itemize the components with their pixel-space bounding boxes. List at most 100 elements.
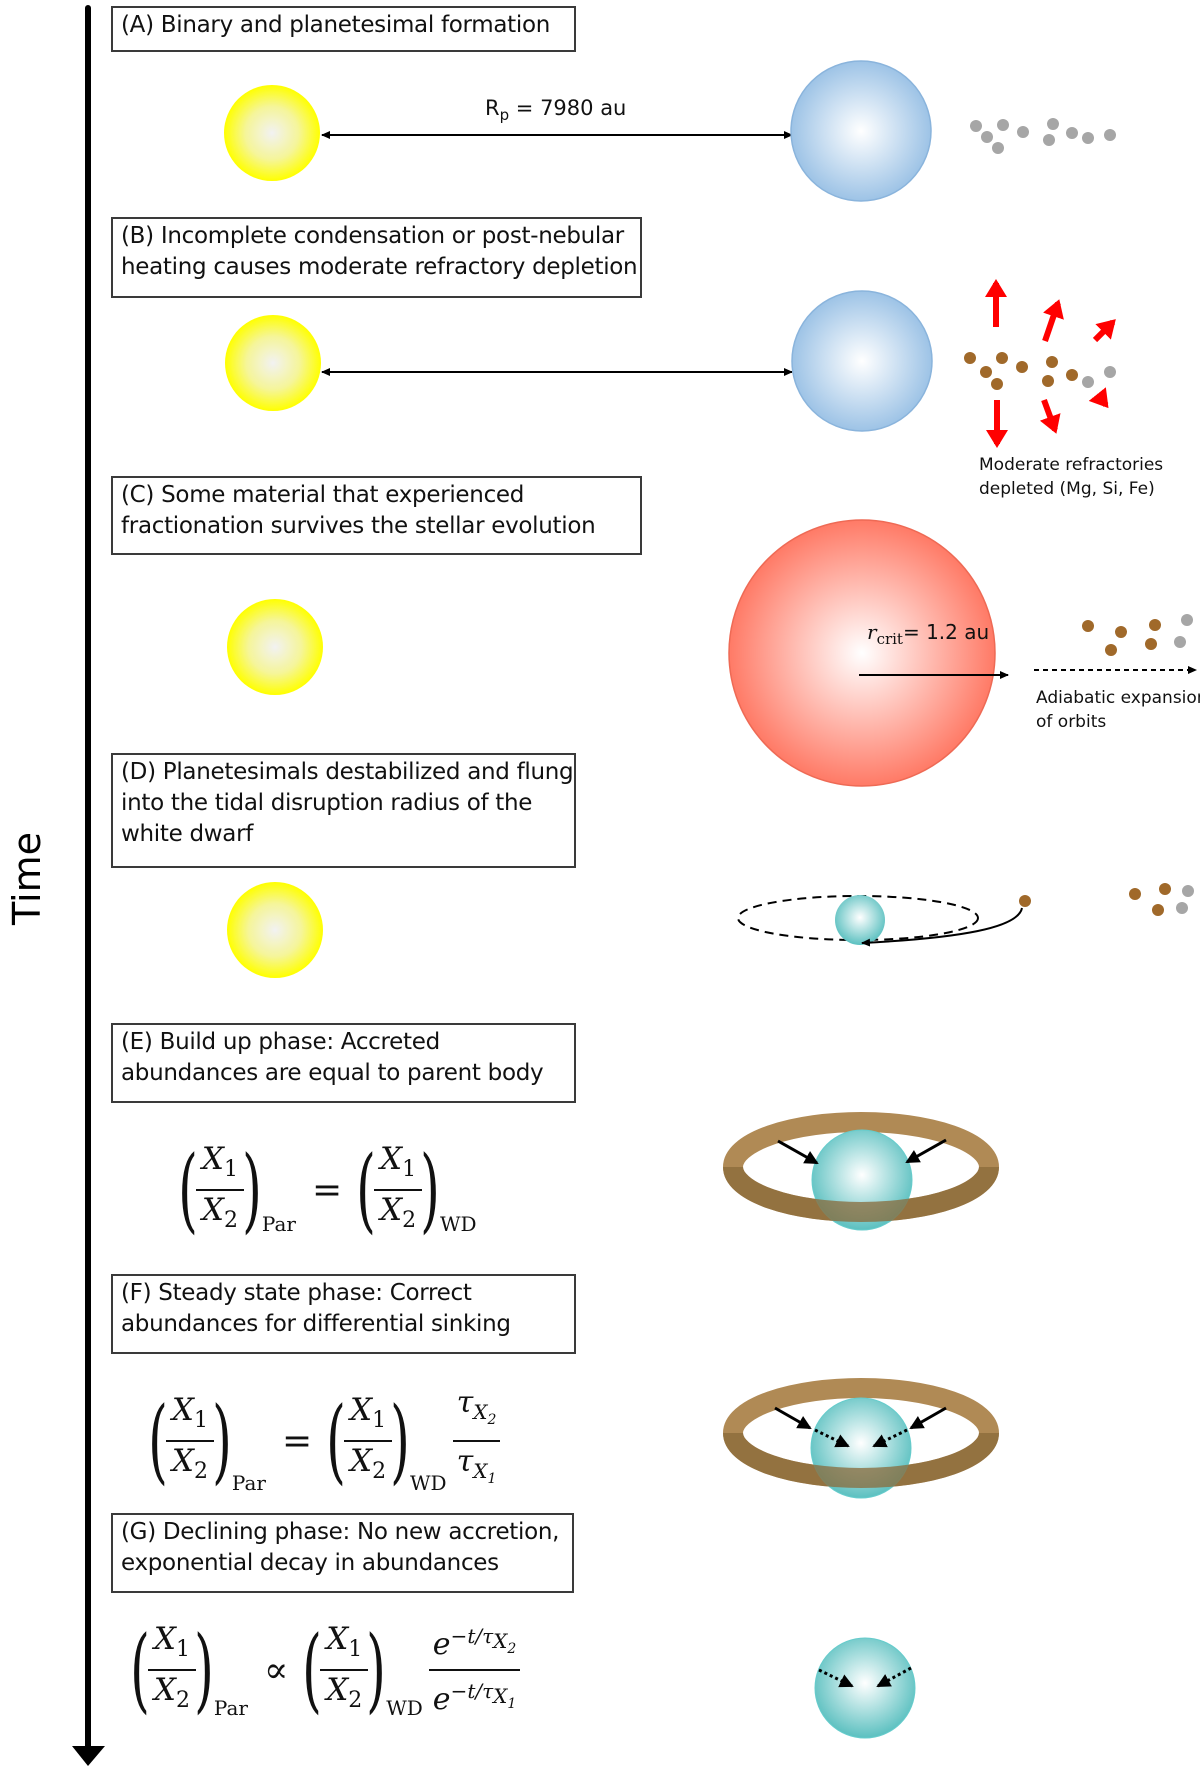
parent-subscript: Par [231,1471,266,1495]
sinking-arrow-left [814,1428,850,1448]
white-dwarf-g [814,1637,916,1739]
caption-line: abundances are equal to parent body [121,1060,544,1086]
planetesimal [1017,126,1029,138]
paren-open: ( [178,1136,198,1244]
caption-line: heating causes moderate refractory deple… [121,254,638,280]
paren-open: ( [302,1616,323,1723]
separation-label: Rp = 7980 au [485,96,627,125]
stage-d-caption: (D) Planetesimals destabilized and flung… [111,753,576,868]
refractory-planetesimal [1152,904,1164,916]
planetesimal [997,119,1009,131]
depletion-label: Moderate refractories depleted (Mg, Si, … [979,455,1164,499]
depletion-arrows [985,279,1116,448]
wd-subscript: WD [410,1471,447,1495]
companion-star-a [790,60,932,202]
paren-close: ) [366,1616,387,1723]
equals-sign: = [311,1169,343,1211]
companion-star-b [791,290,933,432]
refractory-planetesimal [1105,644,1117,656]
abundance-ratio: X1 X2 [147,1620,196,1720]
proportional-sign: ∝ [263,1649,289,1691]
time-axis-label: Time [5,832,49,925]
equals-sign: = [281,1420,313,1462]
accretion-arrow-right [909,1406,947,1430]
expansion-label: Adiabatic expansion of orbits [1036,688,1200,732]
paren-close: ) [242,1136,262,1244]
stage-e-caption: (E) Build up phase: Accreted abundances … [111,1023,576,1103]
wd-subscript: WD [386,1696,423,1720]
volatile-planetesimal [1182,885,1194,897]
infalling-planetesimal [1019,895,1031,907]
refractory-planetesimal [1159,883,1171,895]
volatile-planetesimal [1176,902,1188,914]
red-giant [728,519,996,787]
debris-disk-f-front [723,1432,999,1488]
primary-star-b [225,315,321,411]
planetesimal [1104,129,1116,141]
caption-line: abundances for differential sinking [121,1311,511,1337]
paren-open: ( [130,1616,150,1723]
refractory-planetesimal [991,378,1003,390]
equation-buildup: ( X1 X2 ) Par = ( X1 X2 ) WD [178,1136,477,1244]
volatile-planetesimal [1104,366,1116,378]
primary-star-d [227,882,323,978]
parent-subscript: Par [261,1212,296,1237]
abundance-ratio: X1 X2 [195,1140,244,1240]
sinking-timescale-ratio: τX2 τX1 [452,1383,501,1499]
abundance-ratio: X1 X2 [374,1140,423,1240]
paren-close: ) [212,1387,232,1494]
caption-line: (D) Planetesimals destabilized and flung [121,759,574,785]
paren-close: ) [194,1616,214,1723]
exponential-decay-ratio: e−t/τX2 e−t/τX1 [428,1616,521,1724]
refractory-planetesimal [1042,375,1054,387]
abundance-ratio: X1 X2 [165,1391,214,1491]
infall-trajectory [861,907,1023,947]
refractory-planetesimal [1082,620,1094,632]
planetesimal [992,142,1004,154]
refractory-planetesimal [1115,626,1127,638]
primary-star-c [227,599,323,695]
rcrit-label: rcrit= 1.2 au [867,620,990,648]
stage-b-caption: (B) Incomplete condensation or post-nebu… [111,217,642,298]
paren-close: ) [420,1136,440,1244]
caption-line: exponential decay in abundances [121,1550,499,1576]
primary-star-a [224,85,320,181]
refractory-planetesimal [1046,356,1058,368]
stage-c-caption: (C) Some material that experienced fract… [111,476,642,555]
caption-line: fractionation survives the stellar evolu… [121,513,596,539]
stage-a-caption: (A) Binary and planetesimal formation [111,6,576,52]
refractory-planetesimal [1145,638,1157,650]
caption-line: (G) Declining phase: No new accretion, [121,1519,560,1545]
caption-line: (A) Binary and planetesimal formation [121,12,551,38]
refractory-planetesimal [1149,619,1161,631]
volatile-planetesimal [1082,376,1094,388]
depletion-arrow [1092,319,1116,343]
planetesimal [1043,134,1055,146]
caption-line: (B) Incomplete condensation or post-nebu… [121,223,624,249]
caption-line: (C) Some material that experienced [121,482,525,508]
planetesimal-belt-b [964,352,1116,390]
equation-steady-state: ( X1 X2 ) Par = ( X1 X2 ) WD τX2 τX1 [148,1383,501,1499]
planetesimal [1082,132,1094,144]
depletion-arrow [1088,387,1109,409]
planetesimal-belt-a [970,118,1116,154]
sinking-arrow-right [872,1428,908,1448]
parent-subscript: Par [213,1696,248,1720]
abundance-ratio: X1 X2 [344,1391,393,1491]
caption-line: into the tidal disruption radius of the [121,790,533,816]
remaining-planetesimals [1129,883,1194,916]
refractory-planetesimal [964,352,976,364]
stage-f-caption: (F) Steady state phase: Correct abundanc… [111,1274,576,1354]
planetesimal [970,120,982,132]
refractory-planetesimal [1016,361,1028,373]
refractory-planetesimal [980,366,992,378]
depletion-arrow [1039,398,1061,434]
refractory-planetesimal [996,352,1008,364]
equation-declining: ( X1 X2 ) Par ∝ ( X1 X2 ) WD e−t/τX2 e−t… [130,1616,521,1724]
caption-line: (E) Build up phase: Accreted [121,1029,440,1055]
paren-open: ( [326,1387,346,1494]
caption-line: (F) Steady state phase: Correct [121,1280,472,1306]
planetesimal [1066,127,1078,139]
paren-close: ) [390,1387,410,1494]
